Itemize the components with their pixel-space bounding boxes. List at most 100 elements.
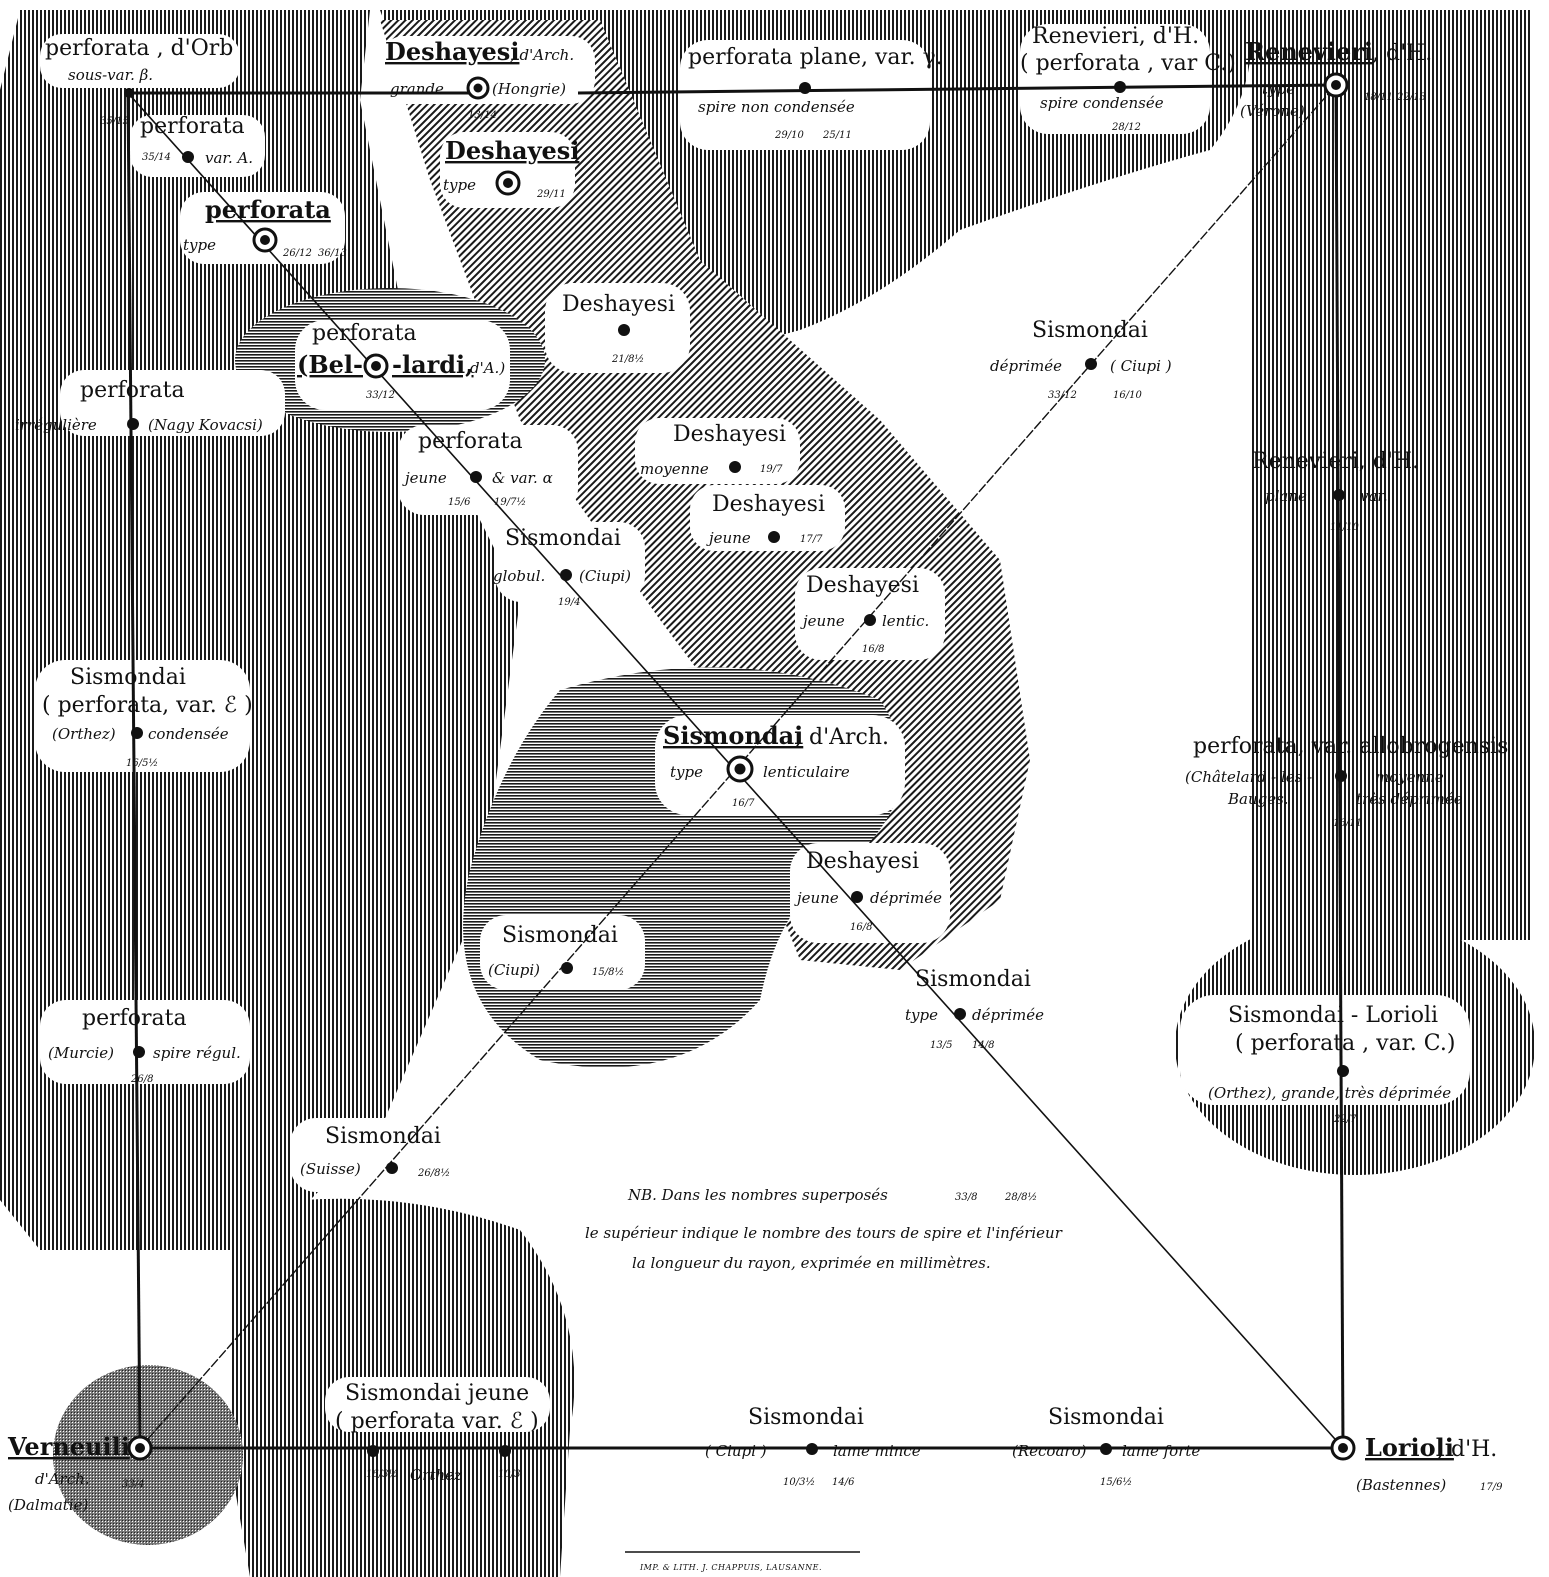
node-fraction: 28/12 bbox=[1111, 122, 1141, 133]
node-name: Sismondai bbox=[748, 1405, 864, 1430]
node-name: perforata bbox=[205, 195, 331, 224]
node-perforata-allobrogensis: perforata, var. allobrogensis (Châtelard… bbox=[1185, 734, 1508, 829]
node-name: perforata bbox=[82, 1006, 187, 1031]
node-markers bbox=[124, 72, 1356, 1461]
node-name: Renevieri, d'H. bbox=[1252, 449, 1419, 474]
node-name: Sismondai jeune bbox=[345, 1381, 529, 1406]
node-name: perforata bbox=[140, 114, 245, 139]
type-marker-deshayesi-grande bbox=[466, 76, 490, 100]
node-fraction: 16/3½ bbox=[366, 1469, 398, 1480]
line-right-vertical bbox=[1334, 84, 1345, 1449]
node-fraction: 15/6½ bbox=[1100, 1477, 1132, 1488]
node-sub: lentic. bbox=[882, 612, 929, 630]
node-renevieri-plane: Renevieri, d'H. plane var. 11/10 bbox=[1252, 449, 1419, 533]
node-sub: ( Ciupi ) bbox=[705, 1442, 767, 1460]
node-sub: spire condensée bbox=[1040, 94, 1164, 112]
node-renevieri-perforata-c: Renevieri, d'H. ( perforata , var C.) sp… bbox=[1020, 24, 1236, 133]
node-name: perforata, var. allobrogensis bbox=[1193, 734, 1508, 759]
node-sub: (Hongrie) bbox=[492, 80, 566, 98]
node-suffix: , d'Arch. bbox=[510, 46, 574, 64]
node-sismondai-globul: Sismondai globul. (Ciupi) 19/4 bbox=[493, 526, 631, 608]
node-name: -lardi, bbox=[392, 350, 474, 379]
node-fraction: 16/11 bbox=[1333, 818, 1362, 829]
node-fraction: 21/8½ bbox=[611, 354, 644, 365]
node-sismondai-perforata-e: Sismondai ( perforata, var. ℰ ) (Orthez)… bbox=[42, 665, 253, 769]
node-perforata-jeune: perforata jeune & var. α 15/6 19/7½ bbox=[402, 429, 553, 508]
node-fraction: 11/10 bbox=[1330, 522, 1359, 533]
node-fraction: 15/6 bbox=[448, 497, 471, 508]
node-fraction: 16/8 bbox=[850, 922, 872, 933]
node-fraction: 26/12 bbox=[282, 248, 312, 259]
node-fraction: 10/3½ bbox=[783, 1477, 815, 1488]
node-name: Sismondai - Lorioli bbox=[1228, 1003, 1438, 1028]
node-fraction: 16/7 bbox=[732, 798, 755, 809]
node-sub: irrégulière bbox=[15, 416, 97, 434]
node-sub: jeune bbox=[800, 612, 845, 630]
label-patches bbox=[35, 24, 1470, 1432]
node-fraction: 19/7 bbox=[760, 464, 783, 475]
node-fraction: 16/10 bbox=[1113, 390, 1142, 401]
node-deshayesi-type: Deshayesi type 29/11 bbox=[443, 136, 579, 200]
node-sub: déprimée bbox=[972, 1006, 1044, 1024]
node-name: Sismondai bbox=[915, 967, 1031, 992]
node-sismondai-lorioli: Sismondai - Lorioli ( perforata , var. C… bbox=[1208, 1003, 1455, 1125]
note-line-2: le supérieur indique le nombre des tours… bbox=[585, 1224, 1063, 1242]
node-deshayesi-jeune: Deshayesi jeune 17/7 bbox=[706, 492, 825, 547]
node-fraction: 17/9 bbox=[1480, 1482, 1503, 1493]
node-fraction: 25/11 bbox=[822, 130, 852, 141]
node-sub: type bbox=[905, 1006, 938, 1024]
node-sub: (Vérone) bbox=[1240, 102, 1305, 120]
node-name: (Bel- bbox=[297, 350, 363, 379]
node-sub: & var. α bbox=[492, 469, 553, 487]
imprint-text: IMP. & LITH. J. CHAPPUIS, LAUSANNE. bbox=[639, 1563, 822, 1572]
node-sub: Orthez bbox=[410, 1466, 462, 1484]
type-marker-verneuili bbox=[127, 1435, 153, 1461]
line-top-right-horizontal bbox=[577, 83, 1337, 95]
node-name: perforata plane, var. γ. bbox=[688, 45, 943, 70]
node-sub: ( Ciupi ) bbox=[1110, 357, 1172, 375]
type-marker-deshayesi bbox=[495, 170, 521, 196]
node-sub: (Suisse) bbox=[300, 1160, 361, 1178]
node-sub: type bbox=[1262, 80, 1295, 98]
node-fraction: 26/8 bbox=[130, 1074, 153, 1085]
node-sub: Bauges. bbox=[1227, 790, 1289, 808]
type-marker-renevieri bbox=[1323, 72, 1349, 98]
node-name: ( perforata var. ℰ ) bbox=[335, 1409, 539, 1434]
node-fraction: 19/4 bbox=[558, 597, 580, 608]
node-sub: (Murcie) bbox=[48, 1044, 114, 1062]
node-fraction: 16/5½ bbox=[126, 758, 158, 769]
node-fraction: 13/5 bbox=[930, 1040, 952, 1051]
node-name: Deshayesi bbox=[385, 37, 519, 66]
node-deshayesi-grande: Deshayesi , d'Arch. grande (Hongrie) 13/… bbox=[385, 37, 574, 121]
node-name: perforata bbox=[418, 429, 523, 454]
node-sub: type bbox=[670, 763, 703, 781]
node-sismondai-suisse: Sismondai (Suisse) 26/8½ bbox=[300, 1124, 450, 1179]
node-perforata-type: perforata type 26/12 36/13 bbox=[183, 195, 347, 259]
node-sub: (Ciupi) bbox=[579, 567, 631, 585]
node-sismondai-deprimee-ciupi: Sismondai déprimée ( Ciupi ) 33/12 16/10 bbox=[990, 318, 1172, 401]
node-name: Sismondai bbox=[505, 526, 621, 551]
node-fraction: 16/8 bbox=[862, 644, 884, 655]
node-suffix: , d'Arch. bbox=[795, 725, 889, 750]
node-labels: perforata , d'Orb sous-var. β. 35/15 per… bbox=[7, 24, 1508, 1572]
node-verneuili: Verneuili d'Arch. (Dalmatie) 33/4 bbox=[7, 1432, 144, 1514]
node-sub: condensée bbox=[148, 725, 229, 743]
node-sub: (Nagy Kovacsi) bbox=[148, 416, 263, 434]
node-deshayesi-lentic: Deshayesi jeune lentic. 16/8 bbox=[800, 573, 929, 655]
node-sub: jeune bbox=[706, 529, 751, 547]
node-sub: moyenne bbox=[640, 460, 709, 478]
node-sub: lame forte bbox=[1122, 1442, 1200, 1460]
node-name: Lorioli bbox=[1365, 1433, 1454, 1462]
node-sub: type bbox=[443, 176, 476, 194]
node-sub: (Orthez) bbox=[52, 725, 116, 743]
node-perforata-irreguliere: perforata irrégulière (Nagy Kovacsi) bbox=[15, 378, 263, 434]
node-sub: plane bbox=[1265, 487, 1307, 505]
node-fraction: 36/13 bbox=[318, 248, 347, 259]
node-fraction: 22/7 bbox=[1333, 1114, 1357, 1125]
node-sub: globul. bbox=[493, 567, 545, 585]
node-perforata-orb: perforata , d'Orb sous-var. β. 35/15 bbox=[45, 36, 233, 127]
node-name: Sismondai bbox=[502, 923, 618, 948]
node-name: Deshayesi bbox=[712, 492, 825, 517]
type-marker-perforata bbox=[252, 227, 278, 253]
